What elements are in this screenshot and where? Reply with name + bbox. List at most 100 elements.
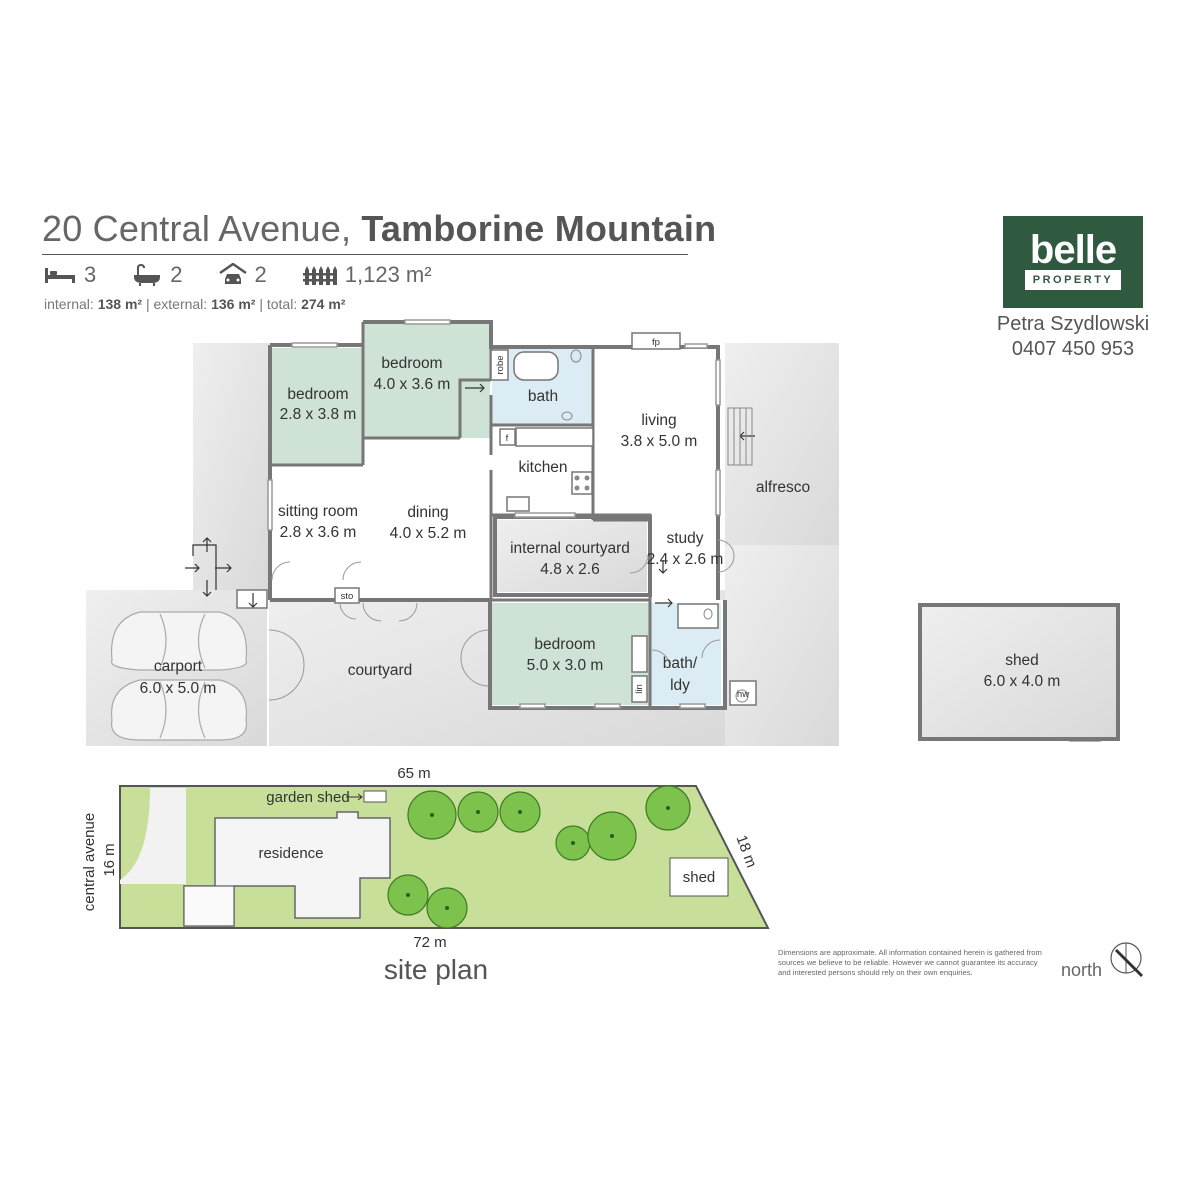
shed-size: 6.0 x 4.0 m	[984, 673, 1061, 690]
robe-label: robe	[495, 355, 506, 374]
fence-icon	[302, 266, 337, 285]
bath-ldy-line2: ldy	[670, 677, 690, 694]
disclaimer: Dimensions are approximate. All informat…	[778, 948, 1042, 977]
car-bottom-outline	[110, 679, 248, 741]
title-divider	[42, 254, 688, 255]
side-path-left	[193, 343, 269, 590]
agent-phone: 0407 450 953	[1011, 338, 1135, 360]
site-plan-title: site plan	[384, 954, 488, 985]
car-top-outline	[110, 611, 248, 671]
site-shed: shed	[683, 869, 716, 886]
internal-courtyard-name: internal courtyard	[510, 540, 630, 557]
bath-tub	[513, 351, 559, 381]
bedroom-left-size: 2.8 x 3.8 m	[280, 406, 357, 423]
dining-size: 4.0 x 5.2 m	[390, 525, 467, 542]
garden-shed-box	[363, 790, 387, 803]
north-label: north	[1061, 960, 1103, 980]
courtyard-label: courtyard	[348, 662, 413, 679]
alfresco-area	[725, 343, 839, 545]
fireplace-box	[631, 332, 681, 350]
driveway	[120, 788, 186, 884]
internal-value: 138 m²	[97, 296, 143, 312]
vanity-box	[631, 635, 648, 673]
address-suburb: Tamborine Mountain	[361, 208, 717, 249]
dining-name: dining	[407, 504, 448, 521]
car-outlines	[110, 611, 248, 741]
garage-icon	[218, 263, 247, 284]
robe-box	[490, 349, 509, 381]
sto-label: sto	[341, 591, 354, 602]
internal-courtyard-room	[495, 520, 647, 592]
bath-ldy-line1: bath/	[663, 655, 698, 672]
hw-label: hw	[737, 689, 749, 700]
car-space-count: 2	[254, 262, 267, 287]
shed-outline	[918, 603, 1120, 741]
bedroom-main-name: bedroom	[381, 355, 442, 372]
bedroom-left-name: bedroom	[287, 386, 348, 403]
alfresco-steps	[727, 407, 753, 466]
belle-property-logo: belle PROPERTY	[1003, 216, 1143, 308]
stat-bedrooms: 3	[44, 262, 96, 288]
stat-land-area: 1,123 m²	[302, 262, 432, 288]
sitting-name: sitting room	[278, 503, 358, 520]
property-stats: 3 2 2 1	[44, 262, 468, 288]
shed-name: shed	[1005, 652, 1039, 669]
bedroom-bottom-name: bedroom	[534, 636, 595, 653]
study-name: study	[666, 530, 703, 547]
bedroom-bottom-size: 5.0 x 3.0 m	[527, 657, 604, 674]
bedroom-bottom-room	[492, 603, 650, 705]
lin-box	[631, 675, 648, 703]
bedroom-count: 3	[84, 262, 97, 287]
internal-label: internal:	[44, 296, 94, 312]
stat-car-spaces: 2	[218, 262, 267, 288]
side-path-right	[725, 545, 839, 746]
appliance-marks	[561, 349, 749, 703]
carport-size: 6.0 x 5.0 m	[140, 680, 217, 697]
step-box	[236, 589, 268, 609]
entry-arrows	[185, 383, 755, 608]
kitchen-sink	[506, 496, 530, 512]
address-street: 20 Central Avenue,	[42, 208, 352, 249]
living-name: living	[641, 412, 676, 429]
carport-name: carport	[154, 658, 203, 675]
bedroom-main-size: 4.0 x 3.6 m	[374, 376, 451, 393]
fireplace-label: fp	[652, 337, 660, 348]
site-street: central avenue	[81, 813, 98, 911]
total-value: 274 m²	[301, 296, 346, 312]
internal-courtyard-size: 4.8 x 2.6	[540, 561, 599, 578]
hw-box	[729, 680, 757, 706]
fridge-box	[499, 428, 516, 446]
lin-label: lin	[634, 684, 645, 694]
total-label: total:	[266, 296, 298, 312]
study-size: 2.4 x 2.6 m	[647, 551, 724, 568]
living-size: 3.8 x 5.0 m	[621, 433, 698, 450]
external-label: external:	[153, 296, 208, 312]
fridge-label: f	[506, 433, 509, 444]
agent-name: Petra Szydlowski	[996, 313, 1150, 335]
site-top-dim: 65 m	[397, 765, 430, 782]
area-separator: |	[145, 296, 150, 312]
floor-areas: internal: 138 m² | external: 136 m² | to…	[44, 296, 345, 312]
kitchen-bench	[515, 427, 594, 447]
north-arrow-icon	[1110, 942, 1144, 978]
external-value: 136 m²	[211, 296, 256, 312]
alfresco-label: alfresco	[756, 479, 810, 496]
sitting-size: 2.8 x 3.6 m	[280, 524, 357, 541]
site-bottom-dim: 72 m	[413, 934, 446, 951]
kitchen-label: kitchen	[518, 459, 567, 476]
agent-contact: Petra Szydlowski 0407 450 953	[980, 312, 1166, 362]
bathroom-count: 2	[170, 262, 183, 287]
bath-label: bath	[528, 388, 558, 405]
logo-word: belle	[1029, 228, 1117, 272]
logo-sub: PROPERTY	[1025, 270, 1121, 290]
area-separator: |	[259, 296, 263, 312]
site-plan: 65 m 72 m garden shed residence shed 18 …	[81, 765, 770, 985]
site-garden-shed: garden shed	[266, 789, 349, 806]
site-left-dim: 16 m	[101, 843, 118, 876]
sto-box	[334, 587, 360, 604]
kitchen-cooktop	[571, 471, 593, 495]
carport-site	[183, 885, 235, 927]
bath-icon	[134, 264, 161, 286]
property-address: 20 Central Avenue, Tamborine Mountain	[42, 208, 716, 250]
